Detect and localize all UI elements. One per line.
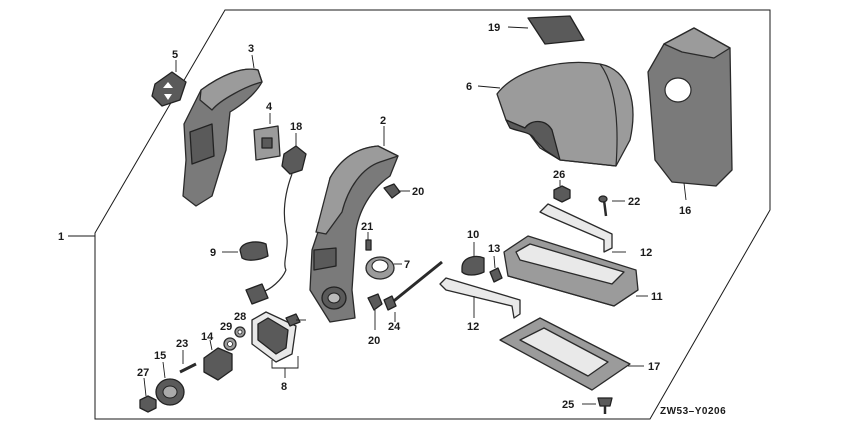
part-27-nut xyxy=(139,377,157,413)
part-18-switch-harness xyxy=(245,133,307,305)
part-16-side-cover xyxy=(647,27,733,201)
callout-21: 21 xyxy=(361,221,373,233)
callout-16: 16 xyxy=(679,205,691,217)
part-19-decal xyxy=(507,15,585,45)
callout-4: 4 xyxy=(266,101,273,113)
callout-14: 14 xyxy=(201,331,214,343)
callout-7: 7 xyxy=(404,259,410,271)
callout-27: 27 xyxy=(137,367,149,379)
callout-12-upper: 12 xyxy=(640,247,652,259)
part-5-button xyxy=(151,60,187,107)
part-13-clip xyxy=(489,255,503,283)
diagram-code: ZW53–Y0206 xyxy=(660,406,726,417)
callout-3: 3 xyxy=(248,43,254,55)
callout-6: 6 xyxy=(466,81,472,93)
callout-18: 18 xyxy=(290,121,302,133)
part-24-bolt xyxy=(383,260,443,322)
callout-12-lower: 12 xyxy=(467,321,479,333)
part-26-nut xyxy=(553,180,571,203)
callout-8: 8 xyxy=(281,381,287,393)
callout-20-upper: 20 xyxy=(412,186,424,198)
part-2-control-housing xyxy=(309,126,399,323)
callout-25: 25 xyxy=(562,399,574,411)
callout-2: 2 xyxy=(380,115,386,127)
assembly-frame xyxy=(94,9,771,420)
callout-26: 26 xyxy=(553,169,565,181)
part-12-bracket-upper xyxy=(539,203,626,253)
part-21-pin xyxy=(365,232,372,251)
callout-22: 22 xyxy=(628,196,640,208)
callout-20-lower: 20 xyxy=(368,335,380,347)
part-15-knob xyxy=(155,361,185,406)
part-25-bolt xyxy=(582,397,613,414)
part-22-screw xyxy=(598,195,625,217)
part-7-collar xyxy=(365,256,402,280)
part-12-bracket-lower xyxy=(439,277,521,319)
callout-13: 13 xyxy=(488,243,500,255)
part-28-29-washers xyxy=(223,326,246,351)
part-14-bracket xyxy=(203,339,233,381)
part-6-cover xyxy=(477,61,634,167)
callout-11: 11 xyxy=(651,291,663,303)
part-17-gasket xyxy=(499,317,644,391)
callout-1: 1 xyxy=(58,231,64,243)
part-9-clip xyxy=(222,241,269,261)
part-11-tray xyxy=(503,235,648,307)
callout-10: 10 xyxy=(467,229,479,241)
callout-23: 23 xyxy=(176,338,188,350)
callout-5: 5 xyxy=(172,49,178,61)
callout-17: 17 xyxy=(648,361,660,373)
part-20-screw-upper xyxy=(383,183,410,199)
callout-29: 29 xyxy=(220,321,232,333)
callout-9: 9 xyxy=(210,247,216,259)
callout-28: 28 xyxy=(234,311,246,323)
part-8-plate-assembly xyxy=(251,311,306,378)
callout-19: 19 xyxy=(488,22,500,34)
part-4-plate xyxy=(253,113,281,161)
part-10-clamp xyxy=(461,242,485,276)
part-3-lever-grip xyxy=(182,54,263,207)
callout-15: 15 xyxy=(154,350,166,362)
part-23-screw xyxy=(179,350,197,374)
part-20-screw-lower xyxy=(367,293,383,330)
callout-24: 24 xyxy=(388,321,401,333)
